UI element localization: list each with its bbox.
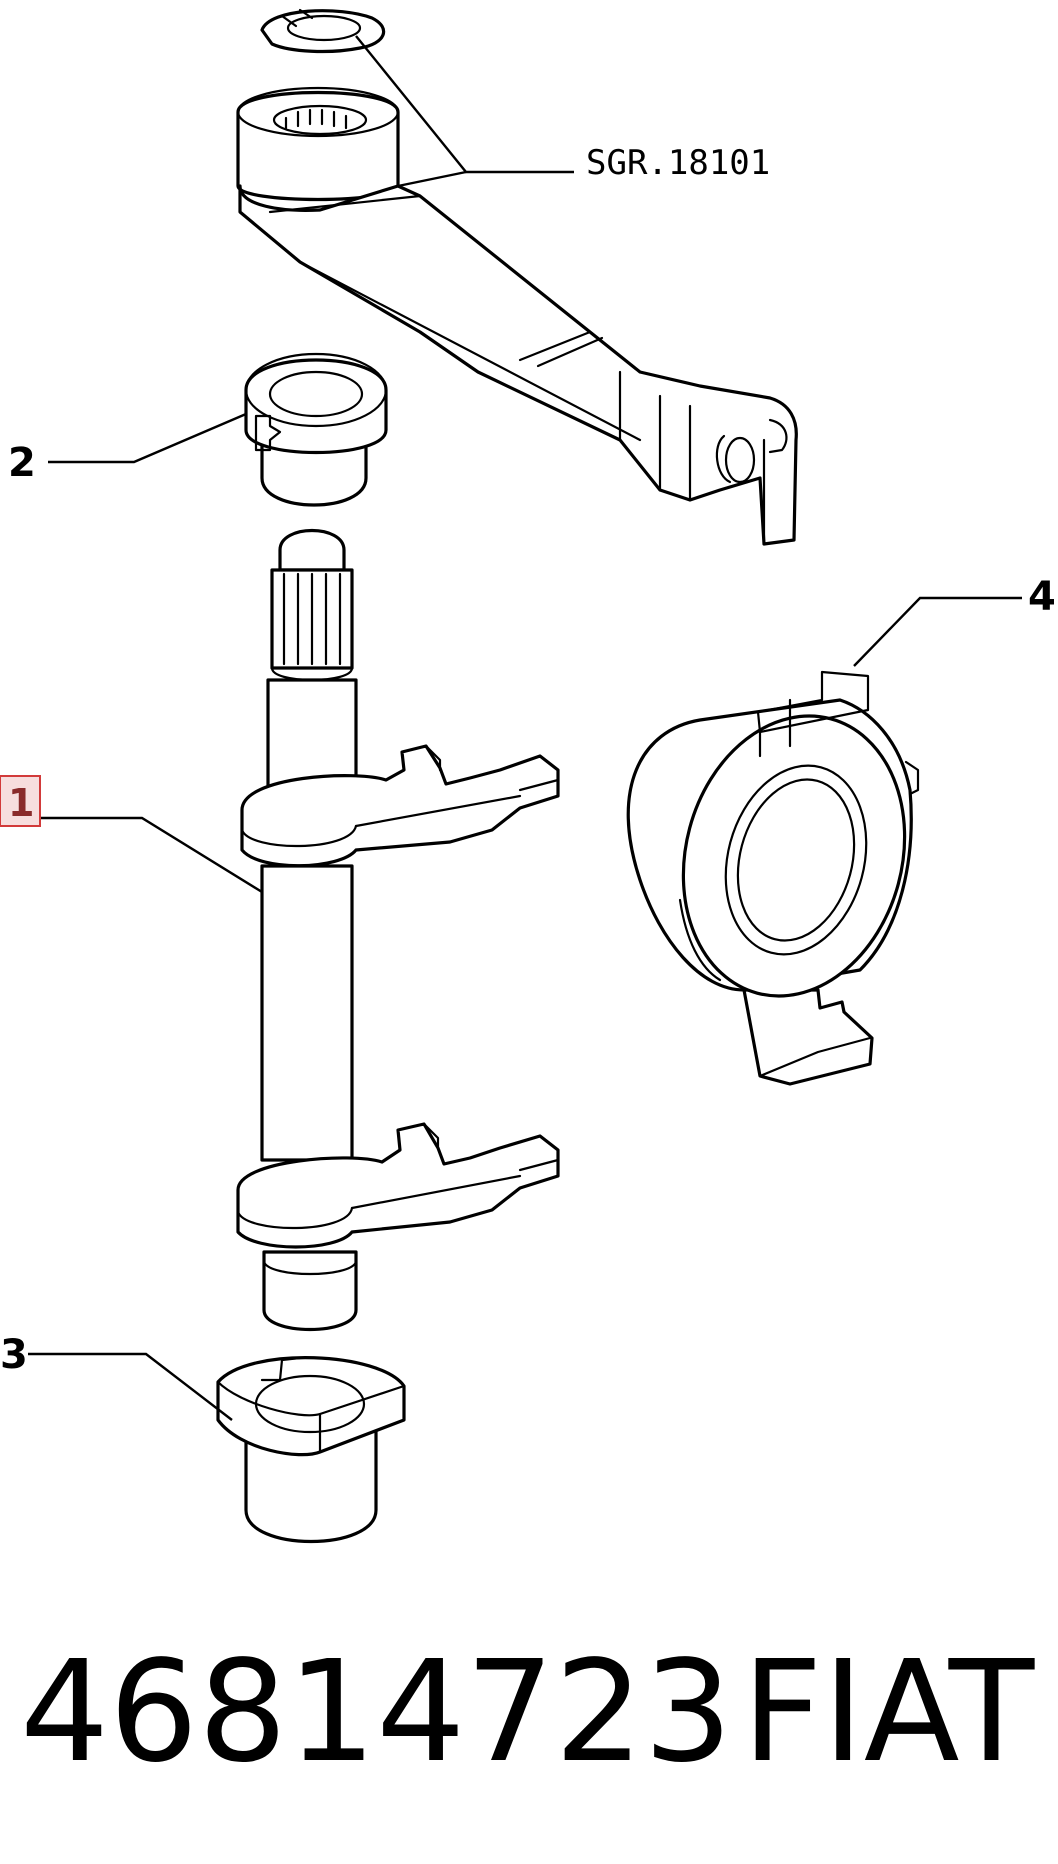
callout-1-highlight xyxy=(0,775,41,827)
lever-arm-part xyxy=(236,86,798,546)
callout-1: 1 xyxy=(8,781,34,825)
callout-2: 2 xyxy=(8,440,36,486)
bushing-part-3 xyxy=(216,1356,406,1543)
brand-name: FIAT xyxy=(742,1631,1035,1794)
bushing-part-2 xyxy=(244,352,388,507)
ref-label-sgr: SGR.18101 xyxy=(586,143,770,183)
circlip-part xyxy=(260,8,386,54)
callout-4: 4 xyxy=(1028,574,1056,620)
callout-3: 3 xyxy=(0,1332,28,1378)
selector-shaft-part-1 xyxy=(236,529,560,1332)
leader-lines xyxy=(28,35,1022,1421)
release-bearing-part-4 xyxy=(626,670,920,1086)
part-number: 46814723 xyxy=(20,1631,733,1794)
